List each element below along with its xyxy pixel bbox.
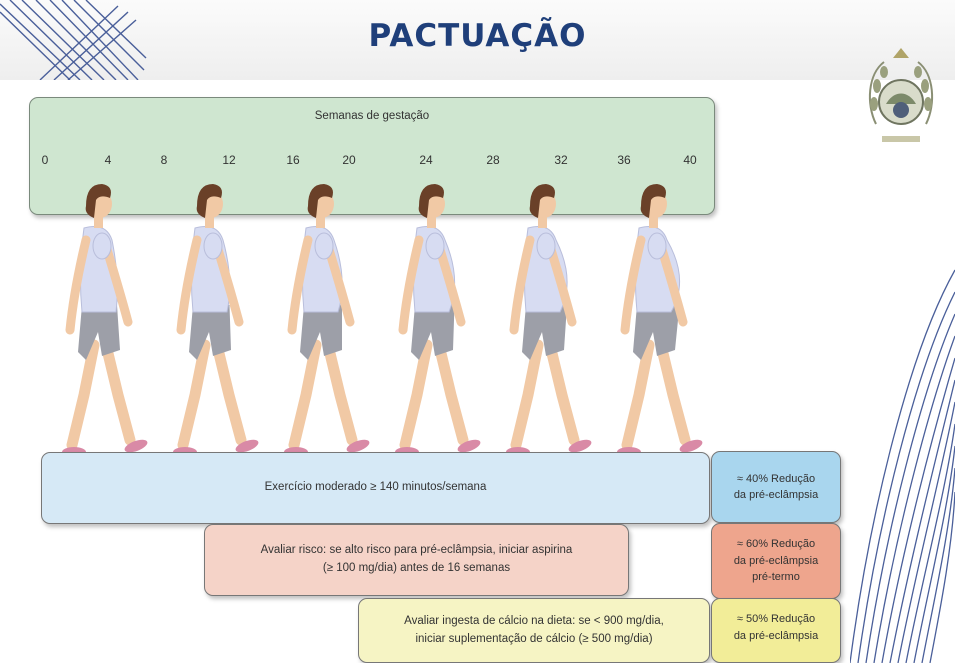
timeline-title: Semanas de gestação [314, 110, 430, 122]
page-title: PACTUAÇÃO [368, 18, 587, 54]
week-tick-36: 36 [617, 153, 631, 167]
week-tick-32: 32 [554, 153, 568, 167]
intervention-calcium-line2: iniciar suplementação de cálcio (≥ 500 m… [415, 632, 653, 645]
header-band [0, 0, 955, 80]
intervention-exercise: Exercício moderado ≥ 140 minutos/semana [41, 452, 710, 524]
intervention-calcium-line1: Avaliar ingesta de cálcio na dieta: se <… [404, 615, 664, 627]
effect-exercise-40: ≈ 40% Redução da pré-eclâmpsia [711, 451, 841, 523]
week-tick-40: 40 [683, 153, 697, 167]
effect-60-line2: da pré-eclâmpsia [733, 554, 819, 567]
walking-figure [62, 184, 148, 457]
week-tick-24: 24 [419, 153, 433, 167]
week-tick-4: 4 [104, 153, 112, 167]
state-emblem-icon [868, 48, 934, 142]
decorative-lines-right [850, 269, 955, 663]
effect-40-line1: ≈ 40% Redução [736, 472, 816, 485]
week-tick-8: 8 [160, 153, 168, 167]
week-tick-16: 16 [286, 153, 300, 167]
effect-aspirin-60: ≈ 60% Redução da pré-eclâmpsia pré-termo [711, 523, 841, 599]
week-tick-0: 0 [41, 153, 49, 167]
walking-figure [506, 184, 592, 457]
effect-50-line1: ≈ 50% Redução [736, 613, 816, 625]
effect-50-line2: da pré-eclâmpsia [733, 629, 819, 642]
intervention-aspirin: Avaliar risco: se alto risco para pré-ec… [204, 524, 629, 596]
effect-60-line3: pré-termo [752, 571, 800, 584]
week-tick-28: 28 [486, 153, 500, 167]
gestation-weeks-timeline: Semanas de gestação 0 4 8 12 16 20 24 28… [29, 97, 715, 215]
week-tick-20: 20 [342, 153, 356, 167]
walking-figure [395, 184, 481, 457]
effect-calcium-50: ≈ 50% Redução da pré-eclâmpsia [711, 598, 841, 663]
intervention-calcium: Avaliar ingesta de cálcio na dieta: se <… [358, 598, 710, 663]
walking-figure [284, 184, 370, 457]
effect-60-line1: ≈ 60% Redução [736, 538, 816, 551]
walking-figure [173, 184, 259, 457]
week-tick-12: 12 [222, 153, 236, 167]
intervention-aspirin-line1: Avaliar risco: se alto risco para pré-ec… [260, 544, 573, 557]
walking-figure [617, 184, 703, 457]
intervention-exercise-text: Exercício moderado ≥ 140 minutos/semana [264, 481, 487, 494]
decorative-lines-top-left [0, 0, 147, 80]
effect-40-line2: da pré-eclâmpsia [733, 489, 819, 501]
intervention-aspirin-line2: (≥ 100 mg/dia) antes de 16 semanas [322, 562, 511, 574]
